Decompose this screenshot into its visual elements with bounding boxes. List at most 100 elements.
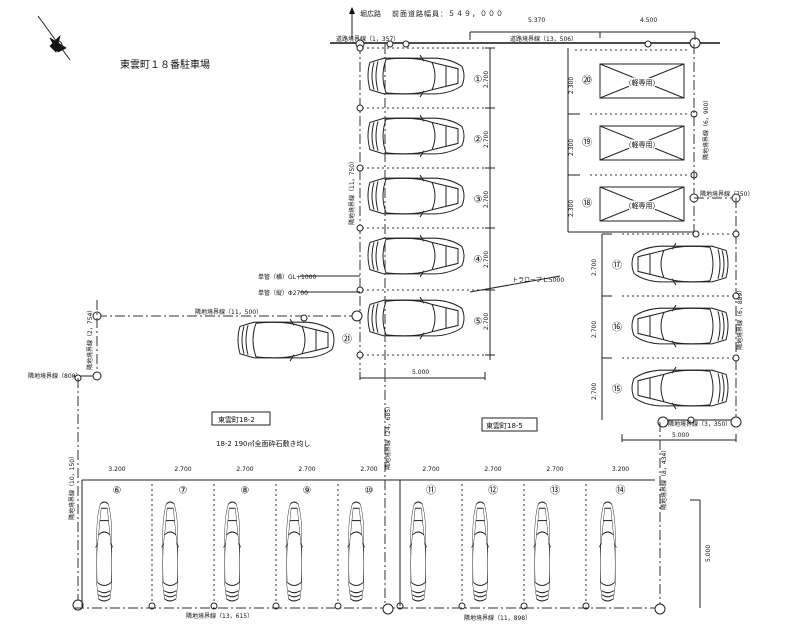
boundary-pin	[356, 351, 364, 359]
leader-line	[469, 275, 561, 293]
space-number: ⑧	[241, 486, 250, 497]
bay-width: 2.700	[483, 191, 490, 208]
space-number: ⑥	[113, 486, 122, 497]
dimension-bottom-depth: 5.000	[705, 545, 712, 562]
bay-width: 3.200	[108, 466, 125, 473]
car-space-3	[367, 174, 465, 218]
space-number: ⑲	[582, 137, 592, 149]
boundary-label-left-stub: 隣地境界線（800）	[28, 372, 81, 380]
bay-width: 2.700	[591, 259, 598, 276]
car-space-8	[223, 502, 241, 601]
space-number: ㉑	[342, 334, 352, 346]
space-number: ⑨	[303, 486, 312, 497]
boundary-pin	[356, 44, 364, 52]
bay-width: 2.700	[483, 71, 490, 88]
dimension-top-right: 4.500	[640, 17, 657, 24]
space-number: ①	[474, 75, 483, 86]
car-space-12	[471, 502, 489, 601]
space-number: ⑫	[488, 485, 498, 497]
space-number: ⑩	[365, 486, 374, 497]
boundary-pin	[687, 416, 695, 424]
car-space-17	[632, 243, 728, 285]
bay-width: 2.700	[298, 466, 315, 473]
bay-width: 2.300	[568, 200, 575, 217]
car-space-14	[599, 502, 617, 601]
boundary-pin	[92, 371, 102, 381]
boundary-pin	[356, 104, 364, 112]
car-space-1	[367, 54, 465, 98]
car-space-7	[161, 502, 179, 601]
dimension-column-c: 5.000	[672, 432, 689, 439]
boundary-label-top-left: 道路境界線（1，357）	[336, 35, 399, 43]
car-space-21	[237, 318, 335, 362]
bay-width: 2.700	[483, 131, 490, 148]
boundary-label-left-long: 隣地境界線（10，150）	[68, 453, 76, 520]
space-number: ⑦	[179, 486, 188, 497]
boundary-label-bottom-left: 隣地境界線（13，615）	[186, 612, 253, 620]
car-space-10	[347, 502, 365, 601]
car-space-4	[367, 234, 465, 278]
space-number: ②	[474, 135, 483, 146]
kei-only-label: （軽専用）	[625, 140, 660, 149]
kei-only-label: （軽専用）	[625, 201, 660, 210]
kei-only-space	[599, 125, 685, 161]
space-number: ⑯	[612, 322, 622, 334]
car-space-15	[632, 367, 728, 409]
lot-label-box	[211, 411, 271, 426]
boundary-pin	[730, 416, 742, 428]
boundary-pin	[644, 40, 652, 48]
space-number: ⑮	[612, 384, 622, 396]
arrow-up-icon	[349, 7, 355, 14]
space-number: ⑬	[550, 485, 560, 497]
boundary-pin	[300, 314, 308, 322]
boundary-label-mid: 隣地境界線（11，500）	[195, 308, 262, 316]
space-number: ④	[474, 255, 483, 266]
boundary-pin	[732, 292, 740, 300]
space-number: ⑪	[426, 485, 436, 497]
bay-width: 2.700	[591, 383, 598, 400]
boundary-pin	[402, 40, 410, 48]
boundary-pin	[351, 310, 363, 322]
annotation-pipe-horizontal: 単管（横）GL+1000	[258, 273, 316, 281]
space-number: ⑤	[474, 317, 483, 328]
boundary-label-left-short: 隣地境界線（2，754）	[86, 307, 94, 370]
boundary-pin	[732, 230, 740, 238]
bay-width: 2.700	[422, 466, 439, 473]
bay-width: 2.700	[591, 321, 598, 338]
bay-width: 2.300	[568, 139, 575, 156]
road-label: 堀広路	[360, 9, 381, 18]
car-space-13	[533, 502, 551, 601]
bay-width: 3.200	[612, 466, 629, 473]
car-space-5	[367, 296, 465, 340]
boundary-label-right-mid: 隣地境界線（6，889）	[736, 287, 744, 350]
boundary-pin	[692, 230, 700, 238]
boundary-pin	[210, 602, 218, 610]
boundary-label-right-lower: 隣地境界線（8，434）	[660, 447, 668, 510]
boundary-label-top-right: 道路境界線（13，506）	[510, 35, 577, 43]
boundary-label-bottom-right: 隣地境界線（11，898）	[464, 614, 531, 622]
map-title: 東雲町１８番駐車場	[120, 58, 210, 71]
north-arrow-icon	[37, 15, 71, 61]
space-number: ⑭	[616, 485, 626, 497]
lot-label-18-5: 東雲町18-5	[486, 421, 523, 430]
car-space-11	[409, 502, 427, 601]
kei-only-space	[599, 63, 685, 99]
bay-width: 2.700	[360, 466, 377, 473]
car-space-6	[95, 502, 113, 601]
car-space-9	[285, 502, 303, 601]
bay-width: 2.300	[568, 77, 575, 94]
dimension-top-left: 5.370	[528, 17, 545, 24]
boundary-label-right-step: 隣地境界線（750）	[700, 190, 753, 198]
boundary-label-right-upper: 隣地境界線（6，900）	[702, 97, 710, 160]
boundary-label-center: 隣地境界線（24，685）	[384, 403, 392, 470]
bay-width: 2.700	[483, 251, 490, 268]
bay-width: 2.700	[546, 466, 563, 473]
car-space-16	[632, 305, 728, 347]
lot-note: 18-2 190㎡全面砕石敷き均し	[216, 439, 310, 448]
bay-width: 2.700	[483, 313, 490, 330]
annotation-pipe-vertical: 単管（縦）Φ2700	[258, 289, 308, 297]
lot-label-box	[481, 417, 538, 432]
bay-width: 2.700	[484, 466, 501, 473]
boundary-pin	[356, 224, 364, 232]
bay-width: 2.700	[236, 466, 253, 473]
